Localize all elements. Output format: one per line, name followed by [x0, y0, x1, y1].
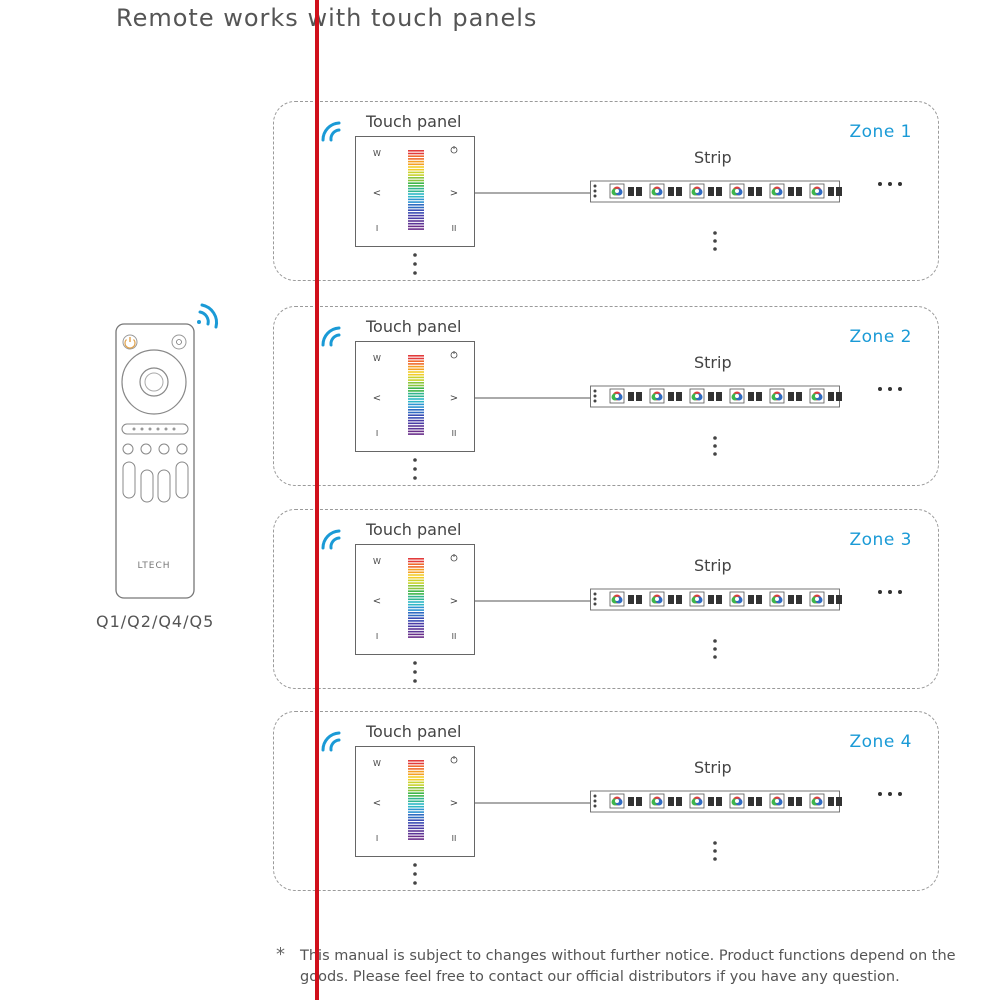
led-strip [590, 788, 850, 882]
wifi-signal-icon [197, 303, 218, 329]
wifi-signal-icon [318, 526, 344, 556]
strip-label: Strip [694, 353, 732, 372]
strip-label: Strip [694, 148, 732, 167]
footnote: * This manual is subject to changes with… [276, 944, 956, 988]
svg-text:<: < [373, 393, 381, 404]
wifi-signal-icon [318, 118, 344, 148]
remote-brand-text: LTECH [137, 561, 170, 571]
footnote-text: This manual is subject to changes withou… [300, 948, 956, 985]
svg-text:I: I [376, 632, 378, 641]
svg-text:W: W [373, 149, 381, 158]
touch-panel-label: Touch panel [366, 317, 462, 336]
svg-text:>: > [450, 798, 458, 809]
svg-text:I: I [376, 224, 378, 233]
svg-text:W: W [373, 759, 381, 768]
svg-text:II: II [452, 632, 457, 641]
svg-text:W: W [373, 557, 381, 566]
more-strips-ellipsis [876, 784, 906, 809]
more-strips-ellipsis [876, 379, 906, 404]
zone-label: Zone 1 [849, 122, 912, 142]
more-strips-ellipsis [876, 582, 906, 607]
svg-text:<: < [373, 798, 381, 809]
touch-panel-label: Touch panel [366, 112, 462, 131]
footnote-asterisk: * [276, 944, 285, 965]
svg-text:II: II [452, 429, 457, 438]
svg-text:I: I [376, 429, 378, 438]
wifi-signal-icon [318, 728, 344, 758]
remote-control: LTECH [96, 300, 226, 604]
led-strip [590, 383, 850, 477]
touch-panel-label: Touch panel [366, 722, 462, 741]
zone-label: Zone 2 [849, 327, 912, 347]
led-strip [590, 586, 850, 680]
page-title: Remote works with touch panels [116, 4, 538, 32]
svg-text:I: I [376, 834, 378, 843]
led-strip [590, 178, 850, 272]
remote-model-caption: Q1/Q2/Q4/Q5 [96, 612, 215, 631]
svg-text:W: W [373, 354, 381, 363]
strip-label: Strip [694, 556, 732, 575]
wifi-signal-icon [318, 323, 344, 353]
svg-text:<: < [373, 596, 381, 607]
red-divider-line [315, 0, 319, 1000]
zone-label: Zone 3 [849, 530, 912, 550]
svg-text:>: > [450, 596, 458, 607]
svg-text:<: < [373, 188, 381, 199]
svg-text:>: > [450, 393, 458, 404]
svg-text:>: > [450, 188, 458, 199]
svg-text:II: II [452, 224, 457, 233]
touch-panel-label: Touch panel [366, 520, 462, 539]
zone-label: Zone 4 [849, 732, 912, 752]
strip-label: Strip [694, 758, 732, 777]
more-strips-ellipsis [876, 174, 906, 199]
svg-text:II: II [452, 834, 457, 843]
